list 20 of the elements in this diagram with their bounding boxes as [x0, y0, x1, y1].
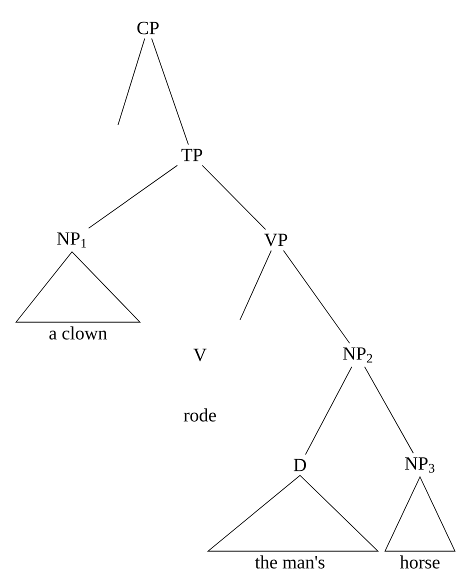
tree-label: horse	[400, 555, 440, 569]
branch-line	[305, 366, 352, 455]
tree-label: NP$_{2}$	[343, 347, 372, 363]
tree-label: CP	[137, 22, 159, 34]
tree-label: VP	[264, 234, 288, 246]
branch-line	[240, 250, 272, 320]
branch-line	[88, 164, 178, 229]
tree-label: TP	[181, 148, 202, 162]
branch-line	[118, 38, 146, 126]
branch-line	[202, 164, 266, 230]
branch-line	[283, 250, 350, 344]
tree-label: the man's	[255, 555, 324, 569]
tree-label: D	[294, 458, 306, 472]
tree-label: V	[193, 348, 207, 362]
branch-line	[151, 38, 189, 146]
tree-label: NP$_{3}$	[405, 457, 434, 473]
word-label: rode	[184, 408, 216, 422]
branch-line	[364, 366, 414, 454]
tree-label: NP$_{1}$	[57, 232, 86, 248]
tree-label: a clown	[49, 326, 107, 340]
